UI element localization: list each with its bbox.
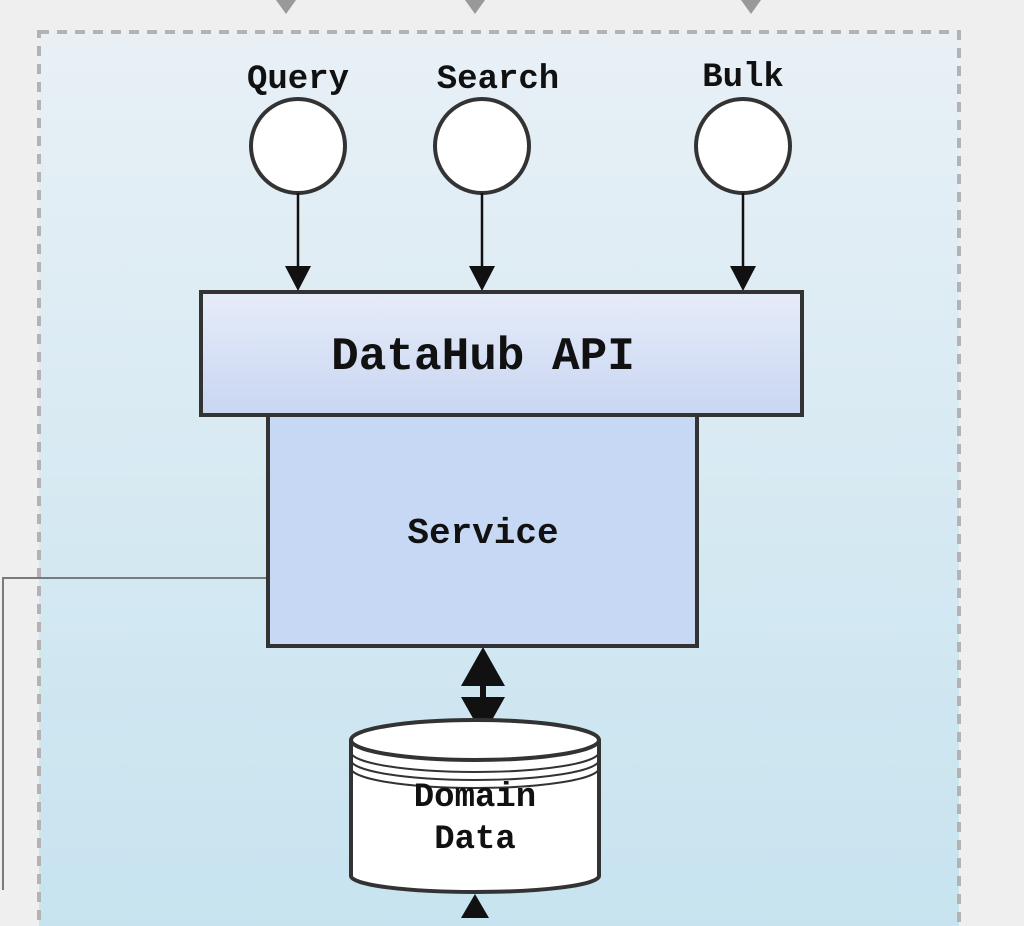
arrowhead-icon: [730, 266, 756, 291]
arrowhead-icon: [469, 266, 495, 291]
api-rect: [199, 290, 804, 417]
api-label: DataHub API: [331, 331, 635, 383]
database-cylinder-icon: Domain Data: [349, 718, 601, 894]
endpoint-circle-icon: [694, 97, 792, 195]
database-label-line1: Domain: [414, 779, 536, 817]
input-query: Query: [247, 61, 349, 291]
service-label: Service: [407, 513, 558, 554]
api-box: DataHub API: [199, 290, 804, 417]
incoming-arrowhead-left: [276, 0, 296, 14]
input-label: Search: [437, 61, 559, 99]
endpoint-circle-icon: [433, 97, 531, 195]
endpoint-circle-icon: [249, 97, 347, 195]
input-bulk: Bulk: [694, 59, 792, 291]
input-label: Bulk: [702, 59, 784, 97]
database-label-line2: Data: [434, 821, 516, 859]
input-label: Query: [247, 61, 349, 99]
arrowhead-icon: [285, 266, 311, 291]
input-search: Search: [433, 61, 559, 291]
incoming-arrowhead-right: [741, 0, 761, 14]
incoming-arrowhead-middle: [465, 0, 485, 14]
outgoing-arrowhead-icon: [461, 894, 489, 918]
external-connector-line: [2, 577, 268, 890]
service-box: Service: [266, 410, 699, 648]
bidirectional-arrow-icon: [461, 647, 505, 736]
